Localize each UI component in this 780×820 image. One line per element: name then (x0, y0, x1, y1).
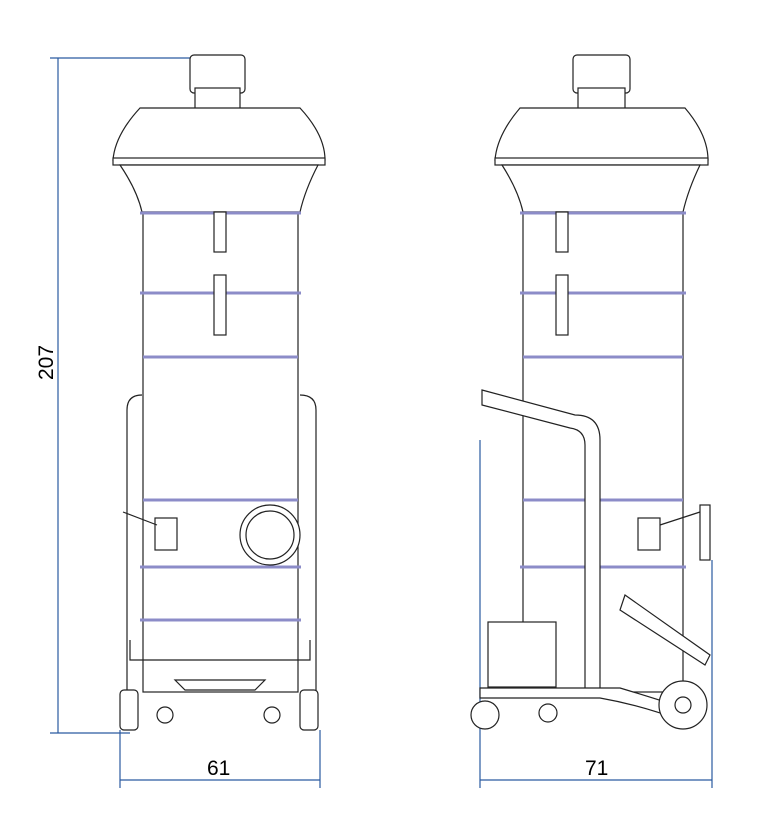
wheel (299, 689, 319, 731)
battery-box (487, 621, 557, 688)
height-dimension: 207 (35, 57, 200, 734)
flange (112, 157, 326, 166)
side-width-dimension: 71 (479, 440, 713, 788)
clamp (213, 211, 227, 253)
motor (189, 54, 246, 94)
front-width-dimension: 61 (119, 730, 321, 788)
lower-head (500, 164, 701, 213)
caster (156, 706, 174, 724)
motor (572, 54, 631, 94)
wheel (470, 700, 500, 730)
lower-head (118, 164, 319, 213)
flange (494, 157, 709, 166)
caster (538, 703, 558, 723)
upper-head (112, 107, 326, 161)
hose-connector (637, 517, 661, 551)
clamp (213, 274, 227, 336)
height-label: 207 (35, 345, 58, 380)
wheel (119, 689, 139, 731)
side-view (470, 54, 711, 730)
caster (263, 706, 281, 724)
front-width-label: 61 (207, 757, 230, 780)
upper-head (494, 107, 709, 161)
front-view (112, 54, 326, 731)
side-width-label: 71 (585, 757, 608, 780)
motor-fins (194, 87, 241, 111)
hose-connector (154, 517, 178, 551)
